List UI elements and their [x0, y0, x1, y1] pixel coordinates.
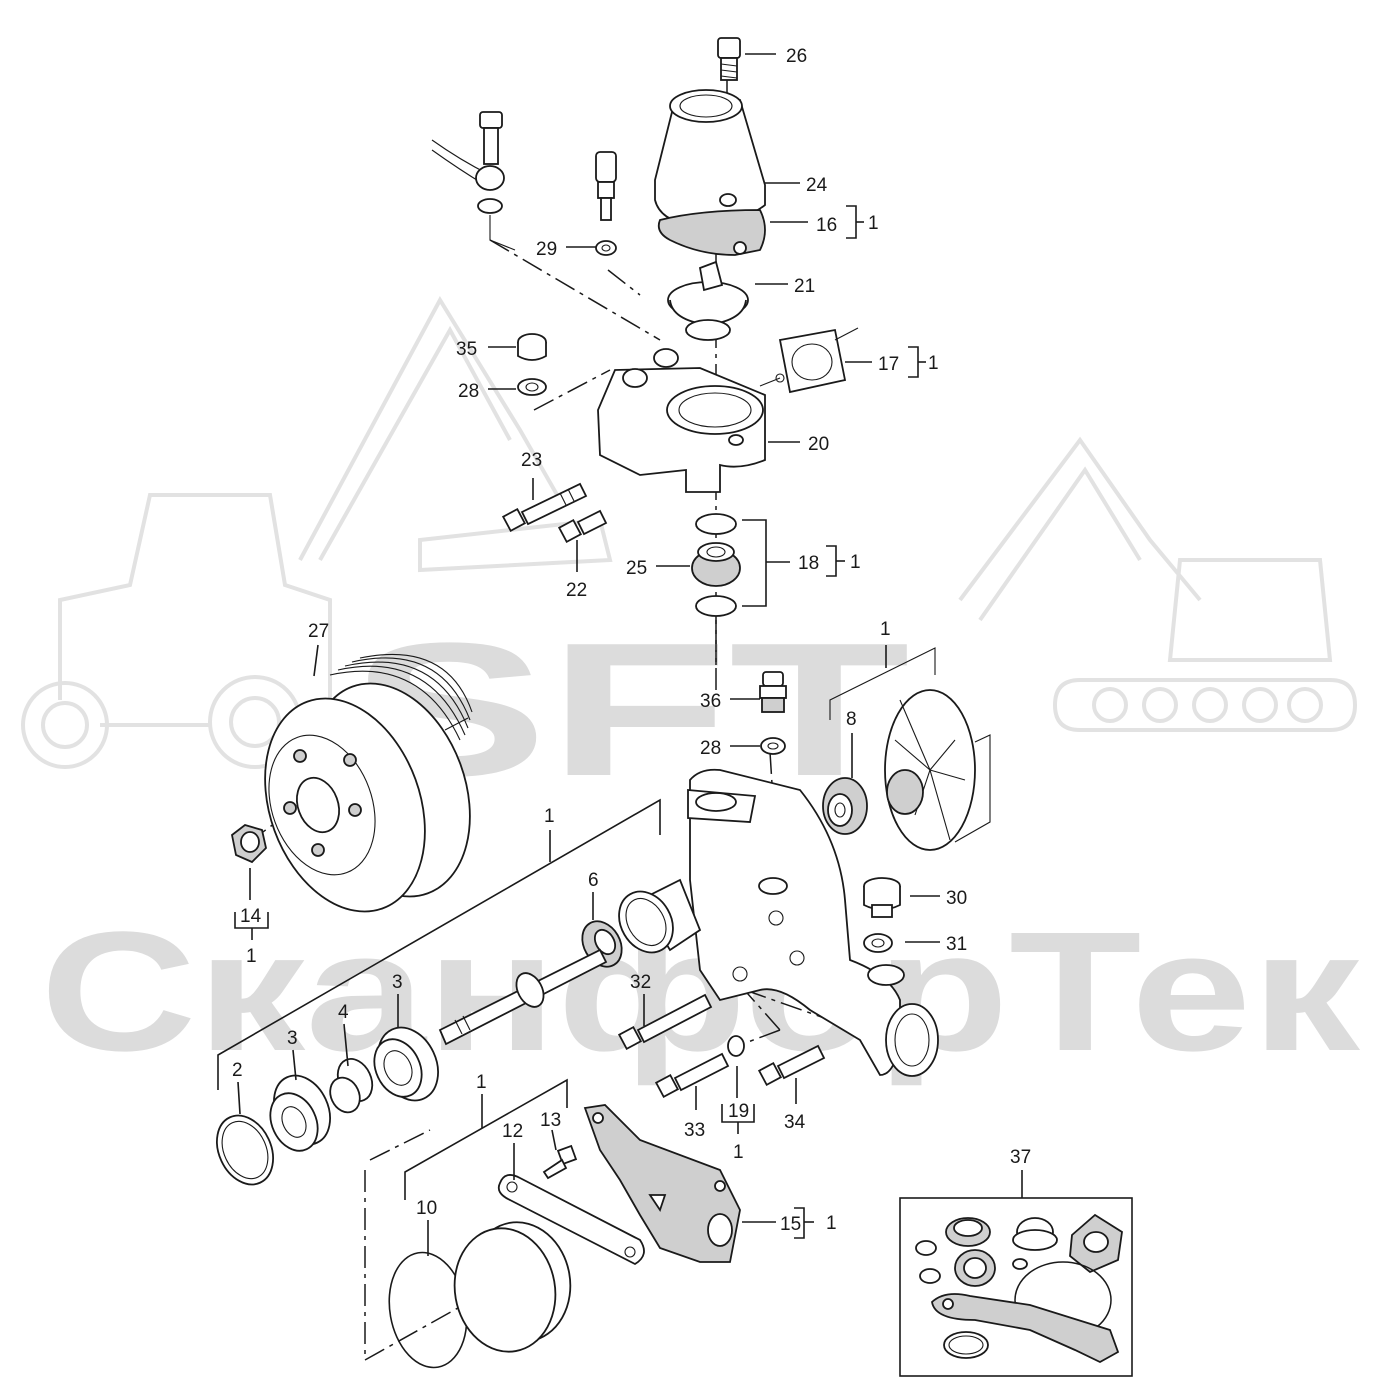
callout-30: 30 [946, 888, 967, 909]
callout-31: 31 [946, 934, 967, 955]
part-18-o-ring-upper [695, 513, 737, 535]
part-8-seal [822, 777, 868, 835]
part-27-pulley [264, 653, 473, 913]
part-18-o-ring-lower [695, 595, 737, 617]
part-3-bearing-left [269, 1074, 331, 1152]
callout-12: 12 [502, 1121, 523, 1142]
cover-plate [453, 1221, 572, 1353]
callout-labels: 26 24 16 1 29 21 17 1 35 28 20 23 22 25 … [232, 46, 1031, 1235]
callout-34: 34 [784, 1112, 806, 1133]
callout-15-group: 1 [826, 1213, 837, 1234]
part-20-thermostat-housing [597, 348, 766, 493]
callout-18: 18 [798, 553, 819, 574]
banjo-bolt-assembly [431, 111, 516, 251]
callout-35: 35 [456, 339, 477, 360]
callout-14-group: 1 [246, 946, 257, 967]
part-28-washer-lower [760, 737, 786, 755]
callout-19-group: 1 [733, 1142, 744, 1163]
loader-watermark-icon [958, 436, 1358, 732]
callout-32: 32 [630, 972, 651, 993]
part-34-bolt [757, 1044, 826, 1087]
callout-3-left: 3 [287, 1028, 298, 1049]
part-28-washer-upper [517, 378, 547, 396]
part-19-washer [727, 1035, 745, 1057]
part-14-nut [231, 824, 267, 864]
callout-1-shaft-group: 1 [544, 806, 555, 827]
part-12-bracket-strap [497, 1174, 645, 1266]
part-4-spacer [329, 1058, 374, 1114]
part-23-bolt [501, 482, 588, 533]
part-33-bolt [654, 1052, 730, 1099]
callout-1-impeller-group: 1 [880, 619, 891, 640]
part-36-nipple [759, 671, 787, 713]
callout-16-group: 1 [868, 213, 879, 234]
callout-1-cover-group: 1 [476, 1072, 487, 1093]
callout-29: 29 [536, 239, 557, 260]
callout-28-upper: 28 [458, 381, 479, 402]
excavator-watermark-icon [298, 295, 613, 573]
callout-27: 27 [308, 621, 329, 642]
callout-33: 33 [684, 1120, 705, 1141]
callout-37: 37 [1010, 1147, 1031, 1168]
part-35-plug [517, 333, 547, 361]
part-21-thermostat [667, 260, 749, 341]
part-3-bearing-right [373, 1026, 439, 1102]
callout-17-group: 1 [928, 353, 939, 374]
callout-15: 15 [780, 1214, 801, 1235]
callout-14: 14 [240, 906, 262, 927]
part-37-repair-kit-box [899, 1197, 1133, 1377]
part-29-temperature-sensor [595, 151, 617, 256]
part-25-sleeve [691, 542, 741, 587]
part-22-bolt [557, 509, 608, 544]
part-17-gasket [759, 327, 859, 394]
callout-3-right: 3 [392, 972, 403, 993]
callout-28-lower: 28 [700, 738, 721, 759]
callout-24: 24 [806, 175, 828, 196]
callout-4: 4 [338, 1002, 349, 1023]
callout-25: 25 [626, 558, 647, 579]
callout-22: 22 [566, 580, 587, 601]
leader-lines [217, 53, 1023, 1256]
part-31-washer [863, 933, 893, 953]
callout-23: 23 [521, 450, 542, 471]
impeller [829, 647, 991, 851]
callout-36: 36 [700, 691, 721, 712]
part-15-gasket [583, 1104, 741, 1263]
callout-2: 2 [232, 1060, 243, 1081]
callout-20: 20 [808, 434, 829, 455]
callout-6: 6 [588, 870, 599, 891]
part-2-snap-ring [216, 1114, 274, 1186]
callout-26: 26 [786, 46, 807, 67]
callout-21: 21 [794, 276, 815, 297]
part-26-cap-screw [717, 37, 741, 81]
part-24-thermostat-cover [654, 89, 766, 226]
pump-housing [618, 768, 939, 1077]
part-13-bolt [542, 1144, 578, 1180]
callout-8: 8 [846, 709, 857, 730]
callout-10: 10 [416, 1198, 437, 1219]
part-30-plug [863, 877, 901, 918]
callout-18-group: 1 [850, 552, 861, 573]
callout-19: 19 [728, 1101, 749, 1122]
callout-13: 13 [540, 1110, 561, 1131]
part-16-gasket [657, 209, 766, 256]
pump-shaft [438, 948, 608, 1046]
callout-16: 16 [816, 215, 837, 236]
callout-17: 17 [878, 354, 899, 375]
part-32-bolt [617, 993, 713, 1051]
